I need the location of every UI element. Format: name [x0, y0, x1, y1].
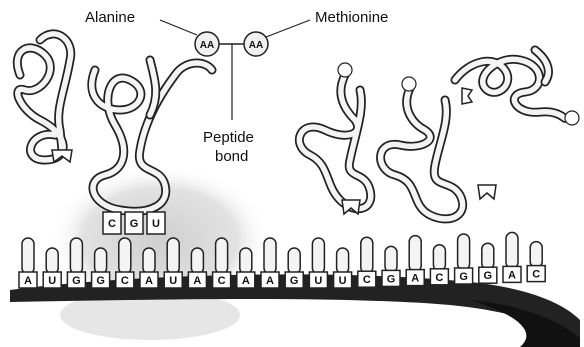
mrna-base-letter: G: [459, 271, 468, 283]
mrna-base-letter: A: [193, 275, 201, 287]
mrna-base-pillar: [288, 248, 300, 274]
trna-free-left: [17, 34, 72, 162]
mrna-base-letter: G: [484, 270, 493, 282]
mrna-base-letter: A: [24, 275, 32, 287]
mrna-base-pillar: [482, 243, 494, 269]
mrna-base-letter: A: [242, 275, 250, 287]
anticodon-base: U: [152, 218, 160, 230]
trna-right-1: [299, 63, 370, 214]
label-alanine: Alanine: [85, 9, 135, 26]
mrna-base-pillar: [264, 238, 276, 274]
mrna-base-letter: G: [387, 273, 396, 285]
mrna-base-letter: A: [266, 275, 274, 287]
mrna-base-pillar: [506, 232, 518, 268]
mrna-base-pillar: [143, 248, 155, 274]
mrna-base-letter: G: [290, 275, 299, 287]
mrna-base-pillar: [119, 238, 131, 274]
mrna-base-letter: G: [72, 275, 81, 287]
mrna-base-pillar: [312, 238, 324, 274]
mrna-base-pillar: [46, 248, 58, 274]
mrna-base-pillar: [530, 242, 542, 268]
aa-left-label: AA: [200, 40, 214, 51]
mrna-base-letter: U: [339, 275, 347, 287]
mrna-base-pillar: [337, 248, 349, 274]
aa-right-label: AA: [249, 40, 263, 51]
mrna-base-letter: A: [411, 273, 419, 285]
mrna-base-pillar: [191, 248, 203, 274]
mrna-base-pillar: [167, 238, 179, 274]
mrna-base-pillar: [433, 245, 445, 271]
mrna-base-letter: A: [508, 269, 516, 281]
label-peptide: Peptide: [203, 129, 254, 146]
trna-right-3: [455, 50, 579, 125]
mrna-base-letter: C: [218, 275, 226, 287]
anticodon-base: C: [108, 218, 116, 230]
anticodon-base: G: [130, 218, 139, 230]
anticodon: C G U: [103, 212, 165, 234]
label-methionine: Methionine: [315, 9, 388, 26]
trna-right-2: [381, 77, 496, 219]
mrna-base-pillar: [216, 238, 228, 274]
mrna-base-letter: U: [48, 275, 56, 287]
mrna-base-pillar: [95, 248, 107, 274]
mrna-base-pillar: [240, 248, 252, 274]
mrna-base-letter: C: [435, 272, 443, 284]
mrna-base-letter: C: [532, 269, 540, 281]
mrna-base-letter: C: [363, 274, 371, 286]
mrna-base-letter: U: [169, 275, 177, 287]
mrna-base-letter: A: [145, 275, 153, 287]
mrna-base-pillar: [458, 234, 470, 270]
mrna-base-letter: C: [121, 275, 129, 287]
label-bond: bond: [215, 148, 248, 165]
mrna-base-pillar: [361, 237, 373, 273]
mrna-base-pillar: [22, 238, 34, 274]
mrna-base-letter: U: [314, 275, 322, 287]
mrna-base-pillar: [385, 246, 397, 272]
mrna-base-pillar: [70, 238, 82, 274]
mrna-base-letter: G: [96, 275, 105, 287]
mrna-base-pillar: [409, 236, 421, 272]
